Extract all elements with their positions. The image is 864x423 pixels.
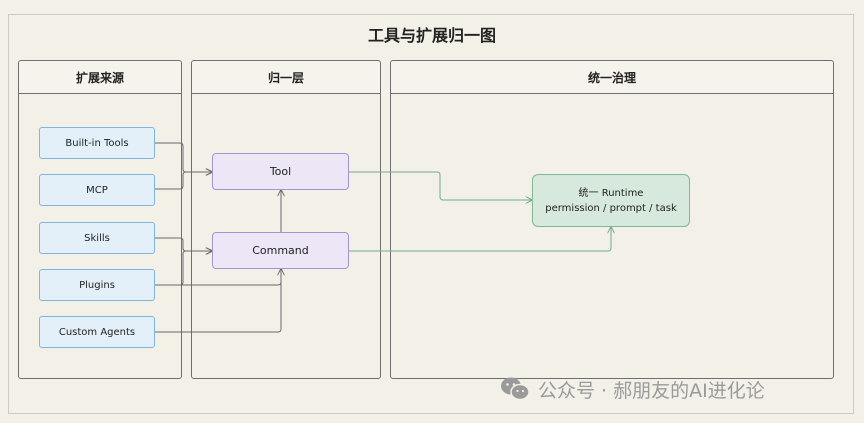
edge-command-to-runtime [349,227,611,252]
diagram-title: 工具与扩展归一图 [367,26,496,45]
lane-sources-header: 扩展来源 [19,61,181,94]
lane-unify-header: 归一层 [192,61,380,94]
source-plugins: Plugins [39,269,155,301]
edge-plugins-to-command [155,251,212,286]
source-builtin-tools: Built-in Tools [39,127,155,159]
lane-governance-header: 统一治理 [391,61,833,94]
source-skills: Skills [39,222,155,254]
edge-plugins-to-command-b [155,269,281,286]
edge-mcp-to-tool [155,172,212,190]
source-mcp: MCP [39,174,155,206]
edge-tool-to-runtime [349,171,532,200]
watermark-text: 公众号 · 郝朋友的AI进化论 [538,379,765,402]
runtime-line-2: permission / prompt / task [545,202,677,214]
node-runtime: 统一 Runtime permission / prompt / task [532,174,690,227]
wechat-icon [501,377,530,401]
lane-unify: 归一层 [191,60,381,379]
node-tool: Tool [212,153,349,190]
source-custom-agents: Custom Agents [39,316,155,348]
runtime-line-1: 统一 Runtime [578,187,644,199]
watermark: 公众号 · 郝朋友的AI进化论 [500,374,765,404]
edge-builtin-to-tool [155,142,212,172]
edge-agents-to-tool [155,190,281,333]
edge-skills-to-command [155,237,212,251]
node-command: Command [212,232,349,269]
